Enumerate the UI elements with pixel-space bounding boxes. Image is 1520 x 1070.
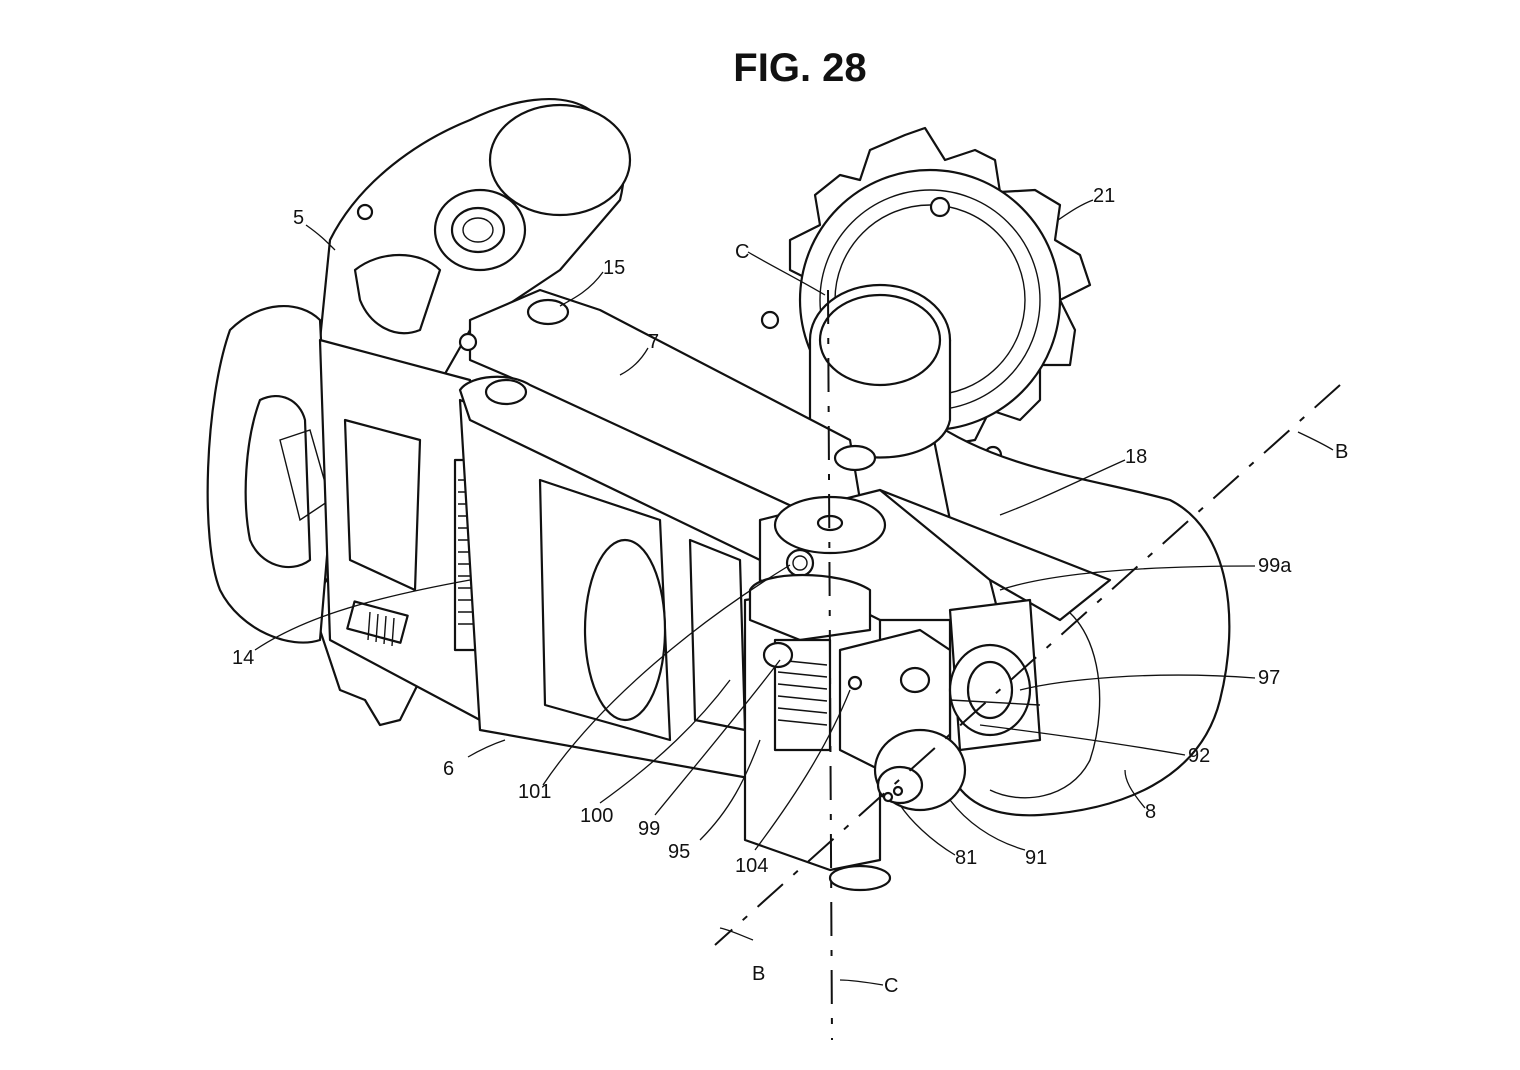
label-95: 95 [668,841,690,863]
label-c-bottom: C [884,975,898,997]
label-104: 104 [735,855,768,877]
label-8: 8 [1145,801,1156,823]
reference-numerals: 5 15 7 21 C B 18 99a 97 92 8 91 81 104 9… [232,185,1348,997]
label-15: 15 [603,257,625,279]
clamp-assembly [743,573,1042,892]
label-b-top: B [1335,441,1348,463]
axis-c [827,289,833,1041]
figure-title: FIG. 28 [733,46,867,90]
label-c-top: C [735,241,749,263]
label-99a: 99a [1258,555,1292,577]
leader-lines [254,199,1334,986]
label-b-bottom: B [752,963,765,985]
label-18: 18 [1125,446,1147,468]
label-91: 91 [1025,847,1047,869]
label-7: 7 [648,331,659,353]
label-101: 101 [518,781,551,803]
label-14: 14 [232,647,254,669]
label-81: 81 [955,847,977,869]
label-6: 6 [443,758,454,780]
label-21: 21 [1093,185,1115,207]
b-knuckle-5 [318,98,632,402]
label-5: 5 [293,207,304,229]
axis-b [714,384,1341,946]
label-97: 97 [1258,667,1280,689]
label-99: 99 [638,818,660,840]
label-92: 92 [1188,745,1210,767]
label-100: 100 [580,805,613,827]
